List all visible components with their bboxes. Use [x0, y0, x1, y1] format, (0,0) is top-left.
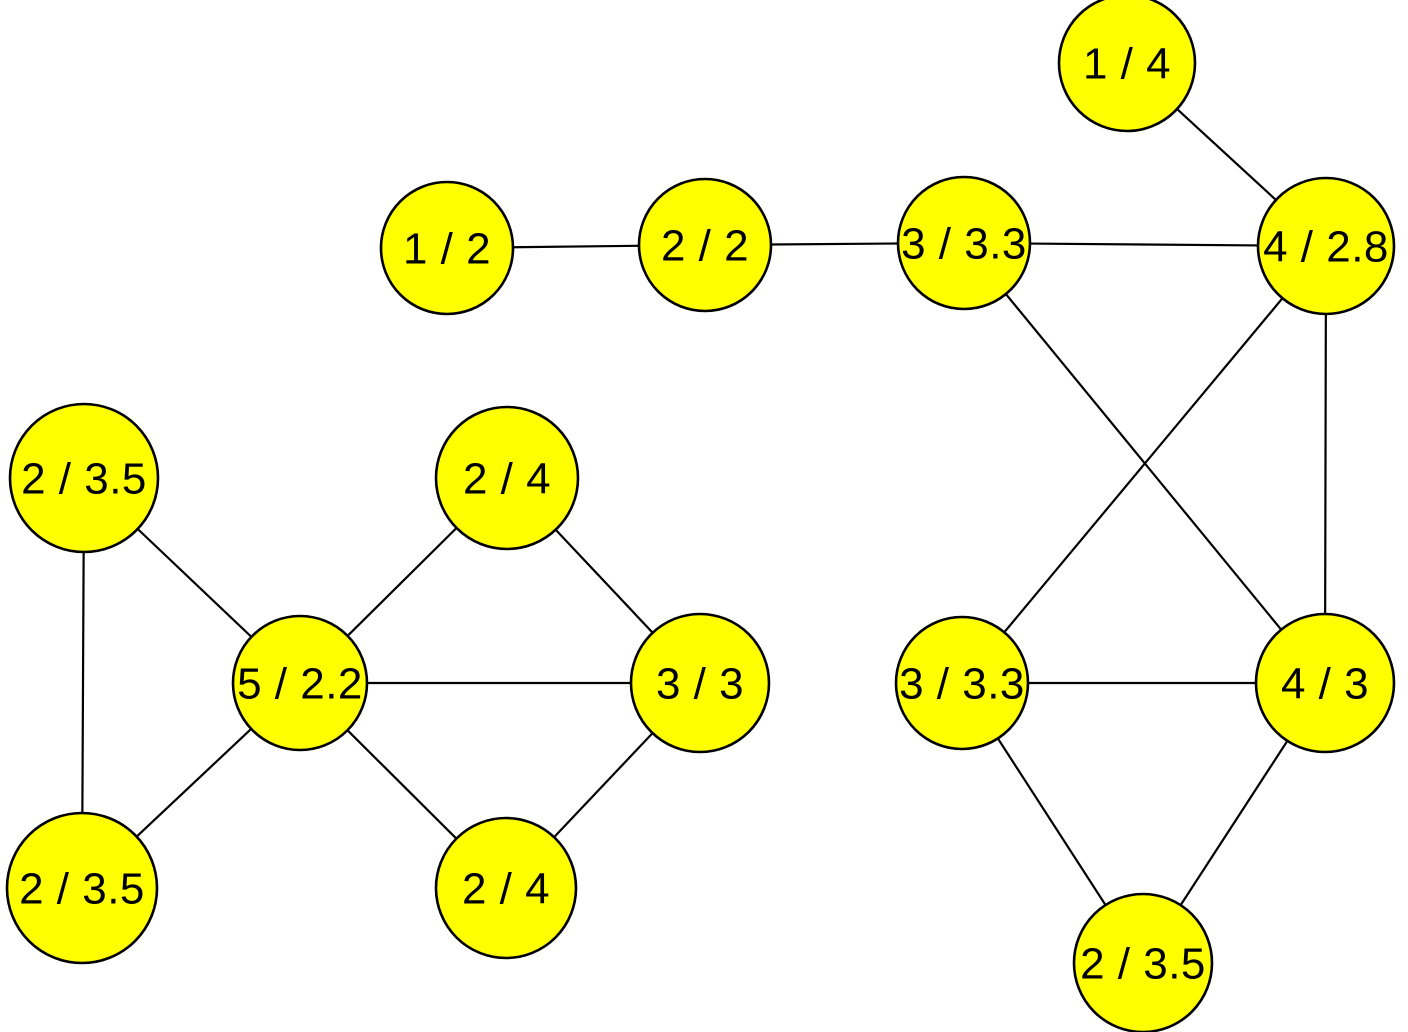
graph-node[interactable]: 2 / 3.5 — [5, 811, 159, 965]
graph-edge — [345, 728, 459, 841]
node-label: 2 / 4 — [463, 455, 551, 504]
graph-node[interactable]: 2 / 2 — [637, 177, 773, 313]
graph-node[interactable]: 2 / 4 — [434, 405, 580, 551]
graph-edge — [768, 242, 901, 246]
node-label: 5 / 2.2 — [237, 660, 363, 709]
graph-edge — [1175, 107, 1278, 202]
node-label: 2 / 2 — [661, 222, 749, 271]
node-circle[interactable] — [1057, 0, 1197, 133]
graph-node[interactable]: 5 / 2.2 — [231, 614, 369, 752]
node-label: 1 / 4 — [1083, 40, 1171, 89]
graph-edge — [345, 526, 459, 638]
node-label: 1 / 2 — [403, 225, 491, 274]
graph-edge — [134, 727, 254, 839]
graph-node[interactable]: 4 / 3 — [1254, 612, 1396, 754]
node-label: 3 / 3.3 — [901, 220, 1027, 269]
node-label: 2 / 3.5 — [21, 455, 147, 504]
graph-node[interactable]: 3 / 3 — [629, 612, 771, 754]
graph-node[interactable]: 1 / 2 — [379, 180, 515, 316]
node-label: 4 / 2.8 — [1263, 223, 1389, 272]
graph-node[interactable]: 2 / 3.5 — [1072, 892, 1214, 1032]
node-label: 2 / 4 — [462, 865, 550, 914]
graph-edge — [1324, 311, 1327, 617]
node-circle[interactable] — [1256, 176, 1396, 316]
node-label: 3 / 3.3 — [899, 660, 1025, 709]
node-label: 2 / 3.5 — [19, 865, 145, 914]
graph-node[interactable]: 3 / 3.3 — [896, 175, 1032, 311]
graph-node[interactable]: 3 / 3.3 — [894, 615, 1030, 751]
graph-node[interactable]: 1 / 4 — [1057, 0, 1197, 133]
graph-edge — [553, 527, 655, 635]
edges-layer — [81, 107, 1327, 908]
node-circle[interactable] — [894, 615, 1030, 751]
graph-node[interactable]: 4 / 2.8 — [1256, 176, 1396, 316]
graph-edge — [510, 244, 642, 249]
graph-edge — [1178, 738, 1290, 908]
graph-edge — [996, 736, 1108, 907]
node-circle[interactable] — [1254, 612, 1396, 754]
node-circle[interactable] — [1072, 892, 1214, 1032]
node-circle[interactable] — [896, 175, 1032, 311]
node-label: 2 / 3.5 — [1080, 940, 1206, 989]
node-circle[interactable] — [434, 405, 580, 551]
graph-edge — [1002, 296, 1285, 635]
node-circle[interactable] — [5, 811, 159, 965]
node-label: 4 / 3 — [1281, 660, 1369, 709]
graph-node[interactable]: 2 / 3.5 — [8, 402, 160, 554]
node-circle[interactable] — [231, 614, 369, 752]
graph-edge — [1027, 242, 1261, 247]
node-label: 3 / 3 — [656, 660, 744, 709]
graph-edge — [81, 549, 85, 816]
graph-edge — [135, 527, 254, 639]
node-circle[interactable] — [434, 816, 578, 960]
node-circle[interactable] — [8, 402, 160, 554]
graph-edge — [1004, 292, 1283, 632]
node-circle[interactable] — [637, 177, 773, 313]
node-circle[interactable] — [629, 612, 771, 754]
node-circle[interactable] — [379, 180, 515, 316]
graph-edge — [552, 731, 655, 839]
nodes-layer: 1 / 2 2 / 2 3 / 3.3 4 / 2.8 1 / 4 3 / 3.3 4 / … — [5, 0, 1396, 1032]
graph-node[interactable]: 2 / 4 — [434, 816, 578, 960]
